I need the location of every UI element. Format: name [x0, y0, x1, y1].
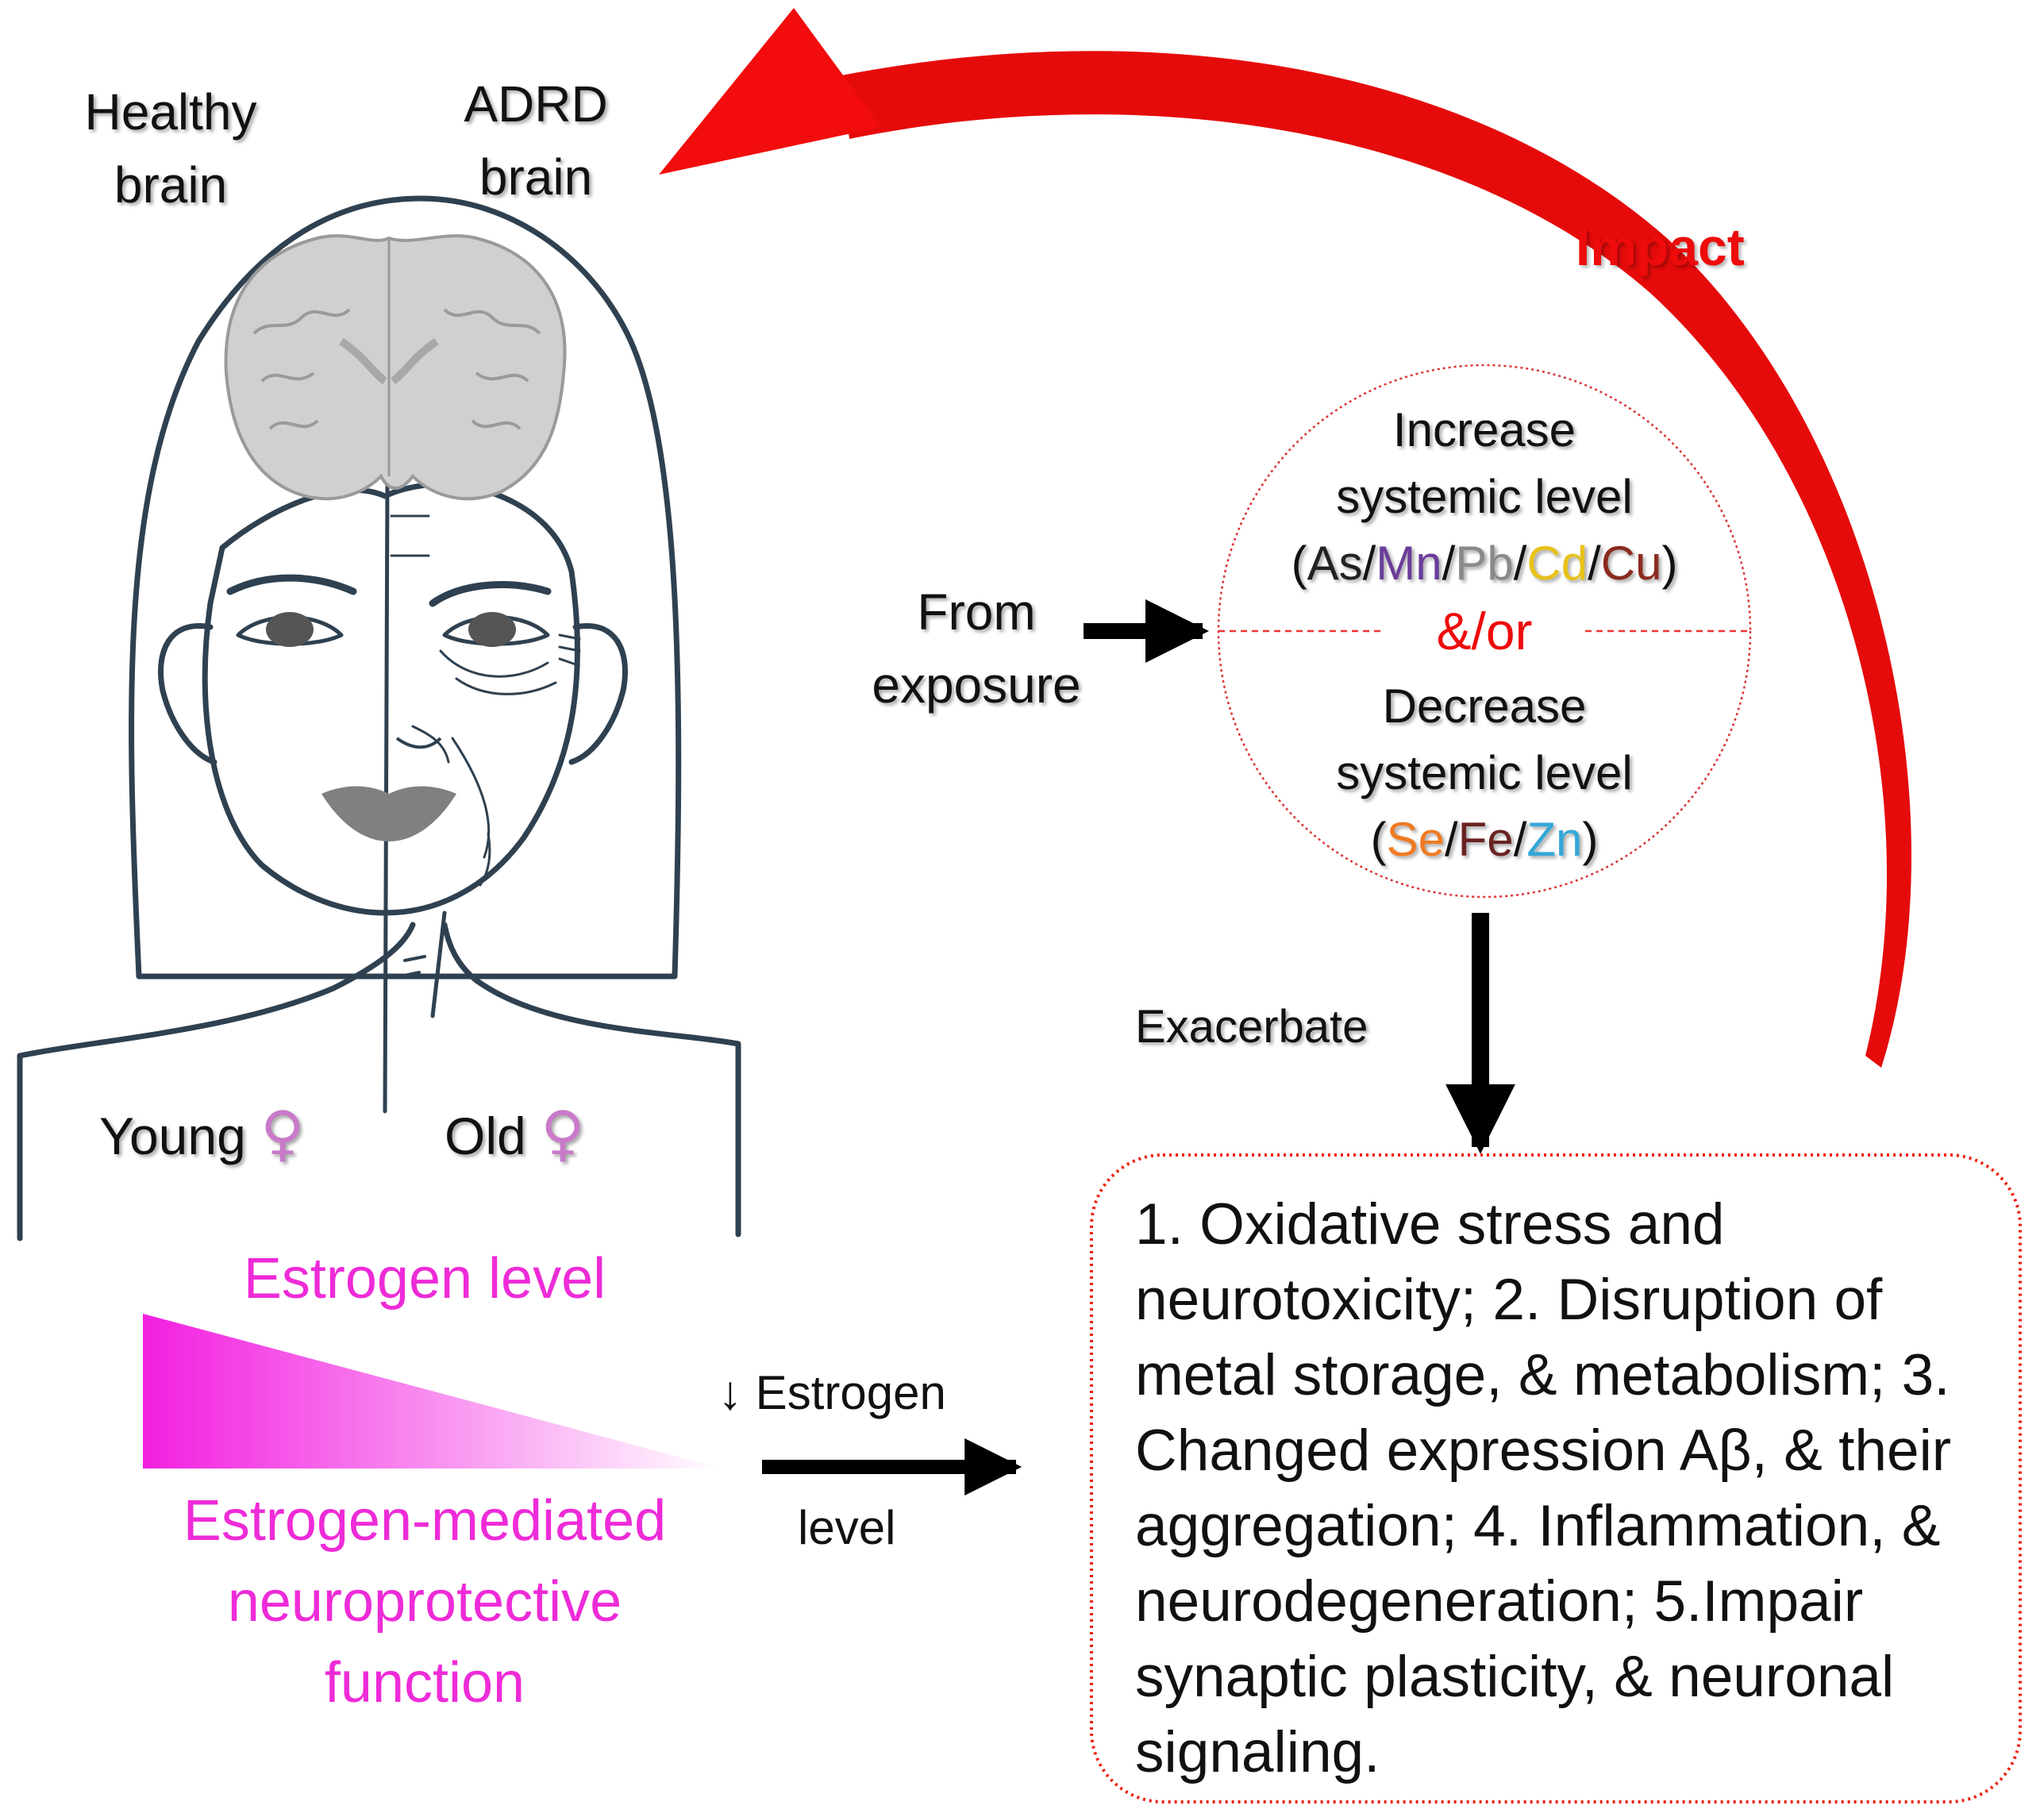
healthy-label-line1: Healthy [84, 83, 257, 140]
woman-illustration [17, 195, 741, 1241]
lips [321, 786, 456, 841]
right-eyebrow [429, 581, 552, 607]
left-ear [158, 623, 217, 765]
healthy-label-line2: brain [114, 156, 228, 214]
exacerbate-label: Exacerbate [1135, 1001, 1368, 1053]
decrease-line1: Decrease [1382, 679, 1587, 733]
body-outline [17, 922, 416, 1241]
metal-pb: Pb [1455, 537, 1514, 590]
neck-wrinkle-2 [399, 971, 421, 978]
neck-line [430, 910, 447, 1018]
function-line1: Estrogen-mediated [183, 1489, 667, 1553]
body-outline-right [441, 922, 741, 1238]
exposure-line: exposure [872, 656, 1081, 714]
estrogen-gradient-triangle [143, 1314, 722, 1468]
female-symbol-icon: ♀ [260, 1098, 305, 1168]
decrease-metals: (Se/Fe/Zn) [1370, 813, 1599, 866]
metal-se: Se [1386, 813, 1445, 866]
impact-arrowhead [659, 8, 881, 175]
increase-line1: Increase [1392, 403, 1576, 456]
neck-wrinkle-1 [403, 955, 426, 962]
metal-mn: Mn [1376, 537, 1442, 590]
adrd-brain-label: ADRD brain [429, 67, 643, 214]
young-text: Young [99, 1107, 246, 1165]
impact-label: Impact [1576, 217, 1745, 276]
nose [395, 737, 442, 749]
increase-block: Increase systemic level (As/Mn/Pb/Cd/Cu) [1238, 397, 1730, 597]
decrease-block: Decrease systemic level (Se/Fe/Zn) [1238, 673, 1730, 873]
old-label: Old ♀ [445, 1103, 585, 1164]
left-pupil [266, 612, 314, 647]
right-pupil [468, 612, 516, 647]
increase-line2: systemic level [1336, 470, 1633, 523]
from-line: From [917, 583, 1036, 641]
female-symbol-icon: ♀ [541, 1098, 585, 1168]
decrease-line2: systemic level [1336, 746, 1633, 799]
young-label: Young ♀ [99, 1103, 305, 1164]
neuroprotective-function-label: Estrogen-mediated neuroprotective functi… [111, 1480, 738, 1723]
summary-box-text: 1. Oxidative stress and neurotoxicity; 2… [1135, 1192, 1952, 1784]
adrd-label-line2: brain [479, 148, 593, 206]
increase-metals: (As/Mn/Pb/Cd/Cu) [1291, 537, 1678, 590]
from-exposure-label: From exposure [841, 575, 1111, 722]
estrogen-arrow-top-label: ↓ Estrogen [718, 1366, 946, 1419]
estrogen-arrow-bottom-label: level [798, 1501, 896, 1554]
hair-outline [129, 195, 682, 980]
function-line3: function [324, 1651, 525, 1715]
function-line2: neuroprotective [227, 1570, 622, 1634]
right-ear [568, 623, 628, 765]
estrogen-level-title: Estrogen level [243, 1247, 606, 1311]
adrd-label-line1: ADRD [464, 75, 608, 133]
summary-box [1090, 1153, 2022, 1803]
left-eye-outline [236, 615, 344, 646]
healthy-brain-label: Healthy brain [60, 75, 282, 221]
left-eyebrow [226, 574, 357, 595]
metal-cd: Cd [1526, 537, 1588, 590]
metal-fe: Fe [1457, 813, 1514, 866]
old-text: Old [445, 1107, 526, 1165]
brain-illustration [224, 234, 567, 501]
metal-cu: Cu [1600, 537, 1662, 590]
face-outline [202, 481, 580, 916]
and-or-label: &/or [1436, 602, 1533, 660]
metal-as: As [1307, 537, 1363, 590]
metal-zn: Zn [1526, 813, 1583, 866]
